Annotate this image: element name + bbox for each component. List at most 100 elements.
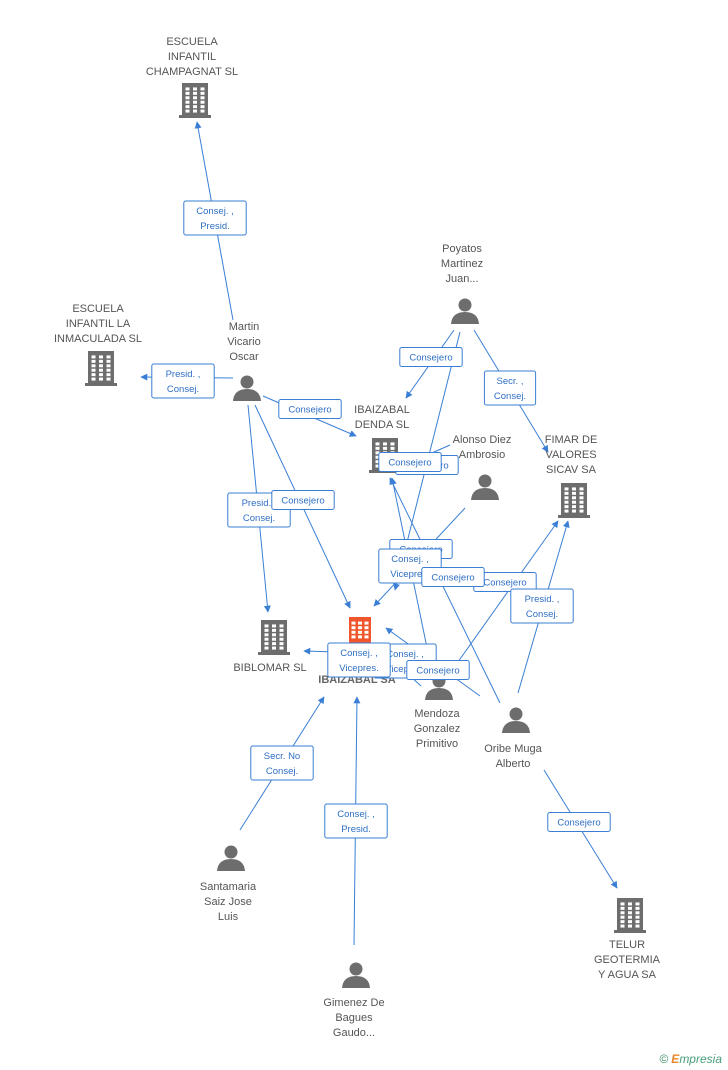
edge-labels-layer: Consej. , Presid. Presid. , Consej. Consejer…: [151, 200, 611, 839]
node-label: CHAMPAGNAT SL: [146, 66, 238, 78]
edge-label-text: Consej. ,: [196, 206, 234, 217]
node-label: Alberto: [496, 758, 531, 770]
edge-label-text: Vicepres.: [339, 663, 378, 674]
node-label: Martin: [229, 321, 260, 333]
edge-label-box: [278, 399, 342, 419]
edge-label-text: Consejero: [288, 405, 331, 416]
edge-label-box: [483, 370, 537, 406]
edge-label-text: Presid.: [341, 824, 371, 835]
node-label: SICAV SA: [546, 464, 597, 476]
edge-label-text: Consej.: [243, 513, 275, 524]
edge-label-text: Consejero: [557, 818, 600, 829]
edge-label-text: Consejero: [281, 496, 324, 507]
edge-mendoza-to-fimar: [447, 520, 559, 677]
edge-label-text: Consejero: [483, 578, 526, 589]
edge-label-box: [250, 745, 314, 781]
person-icon: [471, 474, 499, 500]
edge-label-text: Consej.: [494, 391, 526, 402]
node-telur[interactable]: TELUR GEOTERMIA Y AGUA SA: [594, 898, 661, 981]
node-label: Gaudo...: [333, 1027, 375, 1039]
edge-label-martin-to-escuela_inmaculada[interactable]: Presid. ,Consej.: [151, 363, 215, 399]
edge-label-text: Consej. ,: [340, 648, 378, 659]
edge-label-text: Presid.: [200, 221, 230, 232]
edge-label-box: [327, 642, 391, 678]
edge-label-text: Secr. No: [264, 751, 300, 762]
edge-label-gimenez-to-ibaizabal_sa[interactable]: Consej. , Presid.: [324, 803, 388, 839]
node-label: TELUR: [609, 939, 645, 951]
node-label: Poyatos: [442, 243, 482, 255]
edge-label-alonso-to-ibaizabal_denda[interactable]: Consejero: [378, 452, 442, 472]
edge-label-box: [510, 588, 574, 624]
node-label: DENDA SL: [355, 419, 409, 431]
edge-label-text: Consej. ,: [337, 809, 375, 820]
node-label: Mendoza: [414, 708, 460, 720]
node-label: Luis: [218, 911, 239, 923]
edge-label-box: [547, 812, 611, 832]
edge-label-poyatos-to-fimar[interactable]: Secr. ,Consej.: [483, 370, 537, 406]
node-label: ESCUELA: [72, 303, 124, 315]
edge-label-box: [421, 567, 485, 587]
edge-label-santamaria-to-ibaizabal_sa[interactable]: Secr. No Consej.: [250, 745, 314, 781]
building-icon: [85, 351, 117, 386]
edge-label-text: Presid. ,: [525, 594, 560, 605]
node-label: BIBLOMAR SL: [233, 662, 306, 674]
edge-label-text: Consejero: [416, 666, 459, 677]
edge-label-box: [324, 803, 388, 839]
person-icon: [217, 845, 245, 871]
edge-label-text: Consej.: [266, 766, 298, 777]
main-company-building-icon: [349, 617, 371, 643]
edge-label-text: Consej. ,: [391, 554, 429, 565]
person-icon: [502, 707, 530, 733]
node-gimenez[interactable]: Gimenez DeBaguesGaudo...: [323, 962, 385, 1040]
node-label: Juan...: [445, 273, 478, 285]
node-poyatos[interactable]: PoyatosMartinezJuan...: [441, 243, 483, 324]
node-label: Oscar: [229, 351, 259, 363]
building-icon: [614, 898, 646, 933]
edge-label-oribe-to-ibaizabal_denda[interactable]: Consejero: [421, 567, 485, 587]
node-label: Primitivo: [416, 738, 458, 750]
node-label: Martinez: [441, 258, 483, 270]
edge-label-ibaizabal_sa-to-biblomar[interactable]: Consej. , Vicepres.: [327, 642, 391, 678]
edge-label-box: [151, 363, 215, 399]
edge-label-martin-to-escuela_champagnat[interactable]: Consej. , Presid.: [183, 200, 247, 236]
node-label: VALORES: [545, 449, 596, 461]
node-label: Saiz Jose: [204, 896, 252, 908]
edge-label-oribe-to-fimar[interactable]: Presid. , Consej.: [510, 588, 574, 624]
node-label: GEOTERMIA: [594, 954, 661, 966]
edge-label-oribe-to-ibaizabal_sa[interactable]: Consejero: [406, 660, 470, 680]
edge-label-text: Consej.: [526, 609, 558, 620]
edge-label-box: [406, 660, 470, 680]
node-label: INFANTIL LA: [66, 318, 131, 330]
node-label: INMACULADA SL: [54, 333, 142, 345]
node-label: Oribe Muga: [484, 743, 542, 755]
edge-label-martin-to-ibaizabal_sa[interactable]: Consejero: [271, 490, 335, 510]
node-label: ESCUELA: [166, 36, 218, 48]
node-biblomar[interactable]: BIBLOMAR SL: [233, 620, 307, 674]
empresia-watermark: ©Empresia: [659, 1052, 722, 1066]
node-label: Vicario: [227, 336, 260, 348]
building-icon: [258, 620, 290, 655]
edge-label-box: [378, 452, 442, 472]
node-escuela_inmaculada[interactable]: ESCUELA INFANTIL LA INMACULADA SL: [54, 303, 142, 386]
node-label: IBAIZABAL: [354, 404, 410, 416]
edge-label-oribe-to-telur[interactable]: Consejero: [547, 812, 611, 832]
edge-label-poyatos-to-ibaizabal_denda[interactable]: Consejero: [399, 347, 463, 367]
node-label: Y AGUA SA: [598, 969, 657, 981]
node-label: Santamaria: [200, 881, 257, 893]
edge-label-martin-to-ibaizabal_denda[interactable]: Consejero: [278, 399, 342, 419]
node-label: Bagues: [335, 1012, 373, 1024]
edge-label-text: Consejero: [431, 573, 474, 584]
node-label: Gonzalez: [414, 723, 460, 735]
person-icon: [451, 298, 479, 324]
node-label: Alonso Diez: [453, 434, 512, 446]
